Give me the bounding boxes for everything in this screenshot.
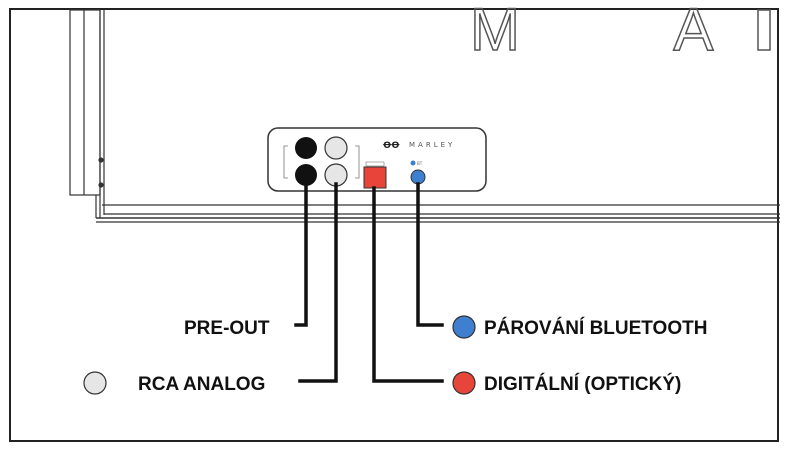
preout-jack-bottom bbox=[295, 164, 317, 186]
outer-frame bbox=[9, 8, 779, 442]
brand-mark: ꝊꝊ bbox=[383, 141, 400, 151]
optical-port bbox=[363, 161, 387, 189]
label-pre-out: PRE-OUT bbox=[184, 318, 270, 339]
preout-jack-top bbox=[295, 137, 317, 159]
jack-brackets bbox=[283, 145, 360, 179]
background-letter-fragment bbox=[757, 9, 771, 51]
label-rca-analog: RCA ANALOG bbox=[138, 374, 265, 395]
bluetooth-button: BT bbox=[410, 160, 426, 185]
label-digital-optical: DIGITÁLNÍ (OPTICKÝ) bbox=[484, 373, 681, 395]
legend-digital-marker bbox=[452, 371, 476, 395]
connector-panel bbox=[267, 127, 487, 192]
brand-name: MARLEY bbox=[409, 141, 455, 149]
legend-bluetooth-marker bbox=[452, 315, 476, 339]
leader-lines bbox=[294, 182, 444, 383]
background-letters: M A bbox=[470, 0, 783, 63]
label-bluetooth-pairing: PÁROVÁNÍ BLUETOOTH bbox=[484, 317, 707, 339]
bt-small-label: BT bbox=[417, 161, 423, 166]
rca-jack-top bbox=[324, 136, 348, 160]
panel-brand: ꝊꝊ MARLEY bbox=[383, 141, 455, 151]
legend-rca-marker bbox=[83, 371, 107, 395]
device-body bbox=[69, 9, 780, 223]
